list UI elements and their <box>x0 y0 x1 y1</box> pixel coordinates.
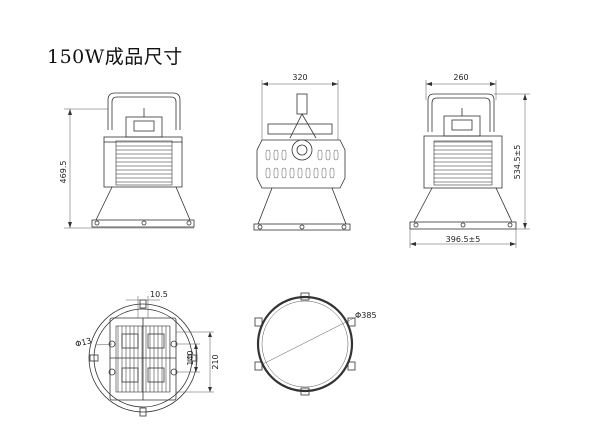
dim-ring-dia: Φ385 <box>355 311 377 320</box>
drawing-title: 150W成品尺寸 <box>47 46 183 68</box>
dim-hole-dia: Φ13 <box>74 336 92 349</box>
bottom-view: 10.5 Φ13 140 210 <box>74 290 220 417</box>
dim-total-height: 534.5±5 <box>513 145 522 180</box>
dim-side-height: 469.5 <box>59 161 68 184</box>
right-view: 260 534.5±5 <box>409 73 530 248</box>
front-view: 320 <box>253 73 351 231</box>
side-view: 469.5 <box>59 92 195 229</box>
ring-view: Φ385 <box>254 292 377 396</box>
dim-mount-210: 210 <box>211 354 220 369</box>
dim-front-width: 320 <box>292 73 307 82</box>
dim-hole-offset: 10.5 <box>150 290 168 299</box>
dim-mount-140: 140 <box>186 350 195 365</box>
dim-base-width: 396.5±5 <box>446 235 481 244</box>
dim-right-width: 260 <box>453 73 468 82</box>
